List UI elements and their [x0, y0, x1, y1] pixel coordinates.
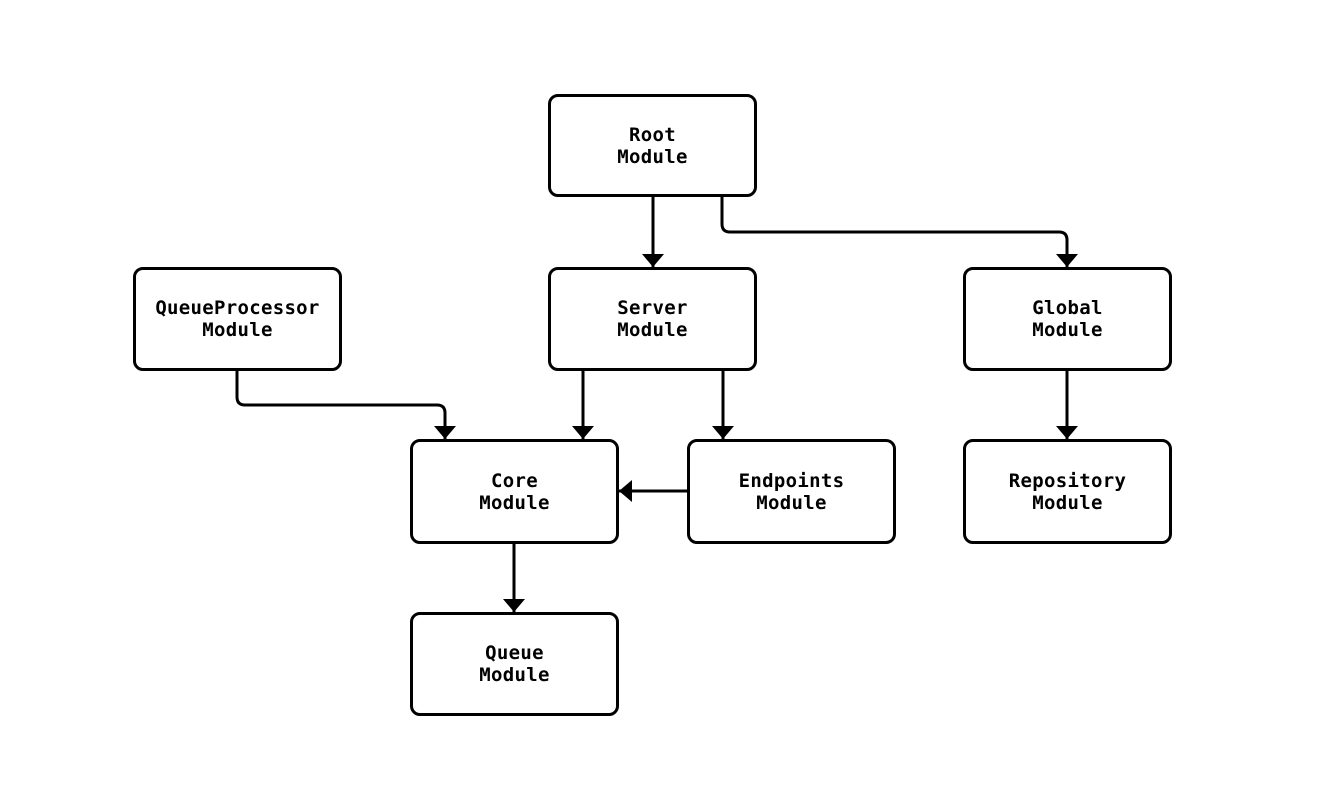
edge-root-to-global: [720, 197, 1078, 267]
node-server-module: Server Module: [548, 267, 757, 371]
node-core-module: Core Module: [410, 439, 619, 544]
node-queueprocessor-module: QueueProcessor Module: [133, 267, 342, 371]
node-label-line: Core: [491, 469, 538, 492]
node-queue-module: Queue Module: [410, 612, 619, 716]
node-label-line: Module: [1032, 491, 1103, 514]
node-label-line: Module: [617, 145, 688, 168]
edge-queueprocessor-to-core: [235, 371, 456, 439]
node-label-line: Module: [617, 319, 688, 341]
node-label-line: Endpoints: [738, 469, 845, 492]
node-label-line: QueueProcessor: [155, 297, 320, 319]
node-label-line: Root: [629, 123, 676, 146]
node-global-module: Global Module: [963, 267, 1172, 371]
node-label-line: Module: [1032, 319, 1103, 341]
node-label-line: Module: [479, 664, 550, 686]
node-label-line: Repository: [1008, 469, 1127, 492]
node-root-module: Root Module: [548, 94, 757, 197]
node-label-line: Queue: [485, 642, 544, 664]
node-repository-module: Repository Module: [963, 439, 1172, 544]
node-label-line: Module: [202, 319, 273, 341]
node-label-line: Global: [1032, 297, 1103, 319]
node-label-line: Module: [756, 491, 827, 514]
node-endpoints-module: Endpoints Module: [687, 439, 896, 544]
node-label-line: Server: [617, 297, 688, 319]
node-label-line: Module: [479, 491, 550, 514]
